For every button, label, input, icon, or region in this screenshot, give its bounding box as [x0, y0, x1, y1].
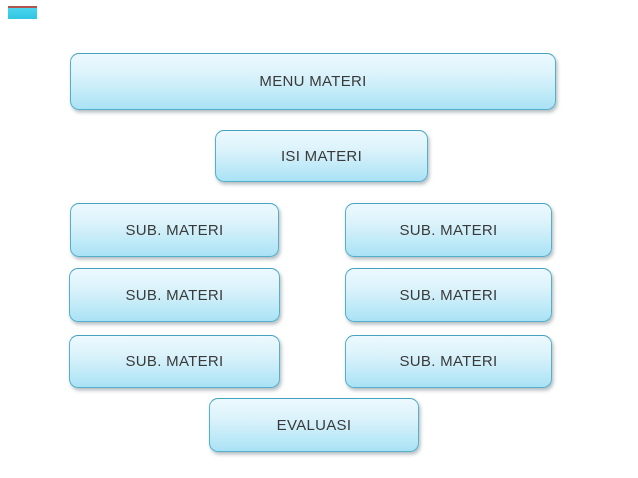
- node-sub-materi-label: SUB. MATERI: [399, 353, 498, 370]
- corner-accent-rectangle: [8, 6, 37, 19]
- node-sub-materi-3-left: SUB. MATERI: [69, 335, 280, 388]
- node-isi-materi: ISI MATERI: [215, 130, 428, 182]
- node-sub-materi-label: SUB. MATERI: [125, 353, 224, 370]
- node-evaluasi-label: EVALUASI: [276, 416, 352, 434]
- node-sub-materi-3-right: SUB. MATERI: [345, 335, 552, 388]
- node-sub-materi-1-left: SUB. MATERI: [70, 203, 279, 257]
- node-sub-materi-label: SUB. MATERI: [399, 221, 498, 239]
- node-menu-materi: MENU MATERI: [70, 53, 556, 110]
- node-sub-materi-label: SUB. MATERI: [125, 221, 224, 239]
- node-sub-materi-2-left: SUB. MATERI: [69, 268, 280, 322]
- node-isi-materi-label: ISI MATERI: [280, 147, 363, 165]
- node-sub-materi-label: SUB. MATERI: [125, 286, 224, 304]
- node-sub-materi-2-right: SUB. MATERI: [345, 268, 552, 322]
- node-sub-materi-label: SUB. MATERI: [399, 286, 498, 304]
- node-menu-materi-label: MENU MATERI: [259, 73, 367, 90]
- node-sub-materi-1-right: SUB. MATERI: [345, 203, 552, 257]
- node-evaluasi: EVALUASI: [209, 398, 419, 452]
